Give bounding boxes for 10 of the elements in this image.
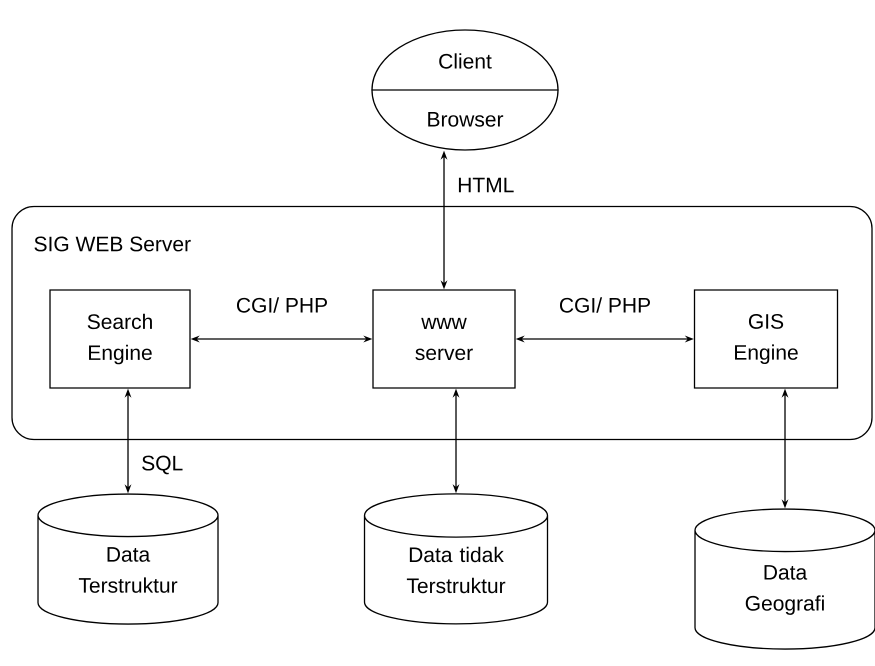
edge-label: CGI/ PHP bbox=[558, 296, 652, 314]
process-box: Search Engine bbox=[49, 289, 191, 389]
database-cylinder: Data tidak Terstruktur bbox=[364, 493, 548, 624]
database-cylinder: Data Terstruktur bbox=[37, 493, 219, 625]
database-cylinder: Data Geografi bbox=[694, 508, 875, 650]
edge-label: HTML bbox=[456, 176, 516, 194]
process-box: www server bbox=[372, 289, 516, 389]
edge-label: CGI/ PHP bbox=[234, 296, 330, 314]
edge-label: SQL bbox=[140, 454, 184, 476]
process-box: GIS Engine bbox=[694, 289, 838, 389]
